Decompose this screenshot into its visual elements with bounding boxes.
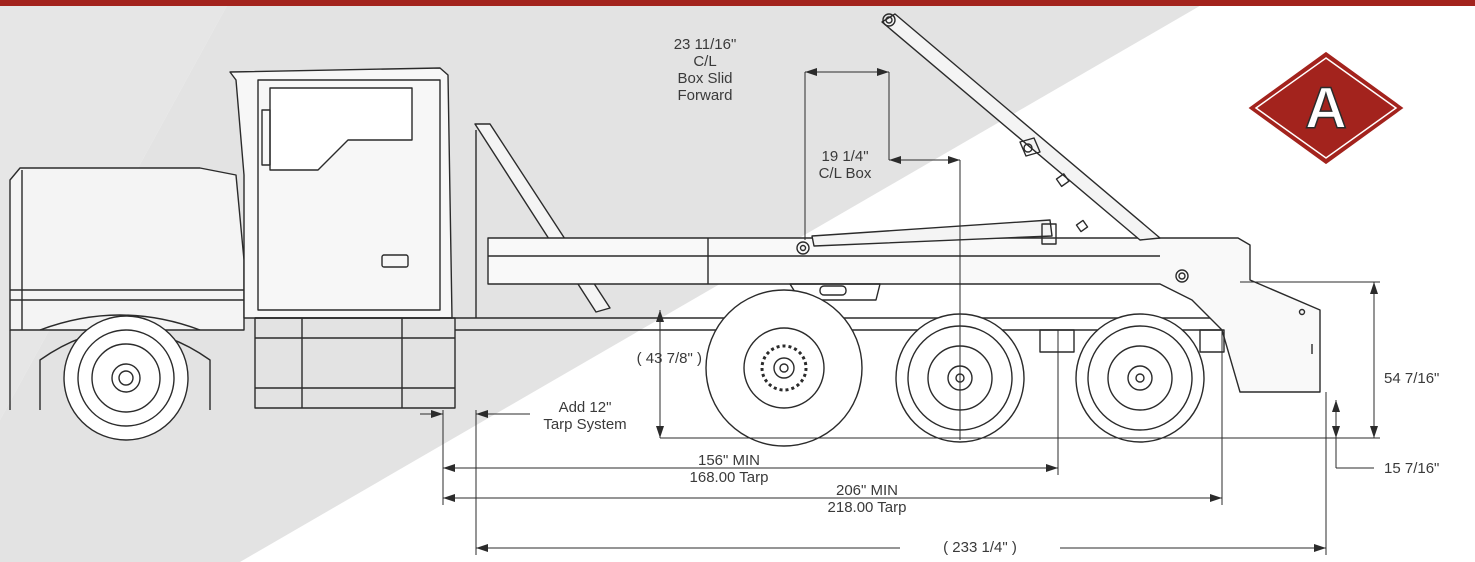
hoist-cylinder (796, 219, 1057, 255)
body-pivot (1175, 269, 1189, 283)
dim-wheelbase-206-line1: 206" MIN (835, 482, 898, 499)
dim-wheelbase-156-line2: 168.00 Tarp (689, 469, 769, 486)
dim-box-slid-forward-line3: Box Slid (677, 70, 733, 87)
dim-box-slid-forward-line2: C/L (693, 53, 717, 70)
dim-wheelbase-206-line2: 218.00 Tarp (827, 499, 907, 516)
truck-cab (229, 67, 453, 319)
truck-hood (9, 167, 245, 410)
dim-cl-box-line1: 19 1/4" (821, 148, 869, 165)
dim-frame-height: ( 43 7/8" ) (636, 350, 702, 367)
front-wheel (63, 315, 189, 441)
dim-box-slid-forward: 23 11/16" C/L Box Slid Forward (655, 36, 755, 104)
logo-letter: A (1305, 76, 1347, 141)
hoist-arm (881, 13, 1161, 241)
dim-cl-box-line2: C/L Box (818, 165, 872, 182)
rear-wheel-3 (1075, 313, 1205, 443)
dimension-arrows (431, 68, 1378, 552)
company-logo: A (1243, 48, 1409, 168)
dim-tarp-add-line2: Tarp System (543, 416, 627, 433)
hoist-body (487, 237, 1321, 393)
dim-box-slid-forward-line4: Forward (677, 87, 733, 104)
dim-cl-box: 19 1/4" C/L Box (800, 148, 890, 182)
door-handle (381, 254, 409, 268)
dim-tarp-add-line1: Add 12" (558, 399, 612, 416)
dim-wheelbase-156: 156" MIN 168.00 Tarp (654, 452, 804, 486)
dim-wheelbase-206: 206" MIN 218.00 Tarp (792, 482, 942, 516)
dim-height-54: 54 7/16" (1384, 370, 1440, 387)
top-bar (0, 0, 1475, 6)
dim-overall-length: ( 233 1/4" ) (900, 539, 1060, 556)
dim-wheelbase-156-line1: 156" MIN (697, 452, 760, 469)
rear-wheel-1 (705, 289, 863, 447)
dim-tarp-add: Add 12" Tarp System (510, 399, 660, 433)
dim-height-15: 15 7/16" (1384, 460, 1440, 477)
dim-box-slid-forward-line1: 23 11/16" (673, 36, 737, 53)
